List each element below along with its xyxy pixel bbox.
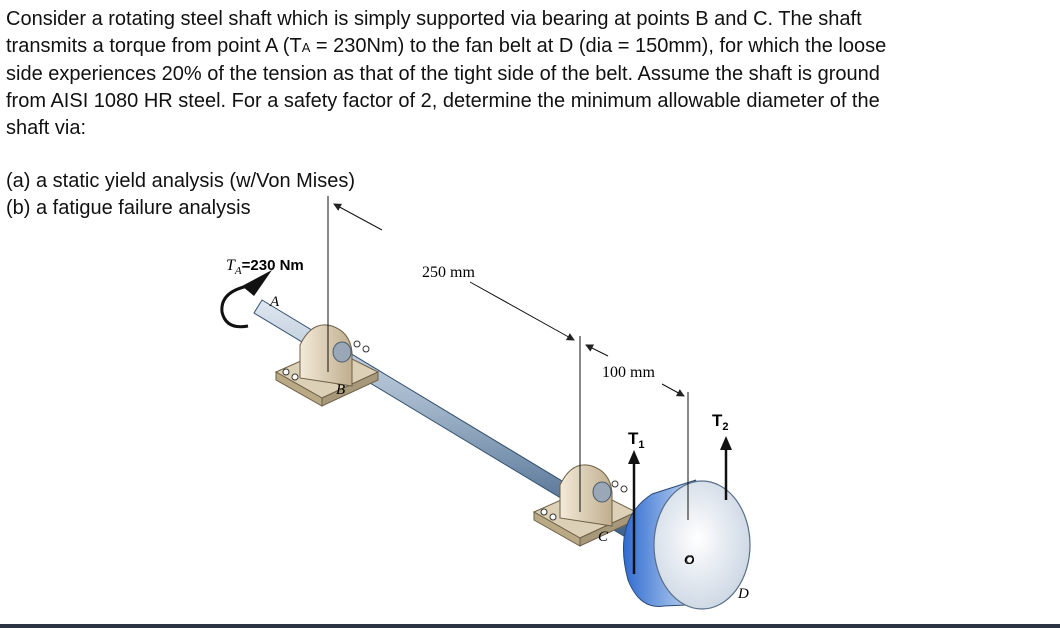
torque-label-value: =230 Nm [242, 257, 304, 274]
problem-line-2: transmits a torque from point A (TA = 23… [6, 33, 1046, 61]
label-point-C: C [598, 529, 609, 545]
bottom-rule [0, 624, 1060, 628]
torque-arrow-A [220, 270, 272, 329]
problem-line-2-sub: A [301, 40, 311, 55]
bearing-C [532, 464, 638, 547]
problem-statement: Consider a rotating steel shaft which is… [6, 6, 1046, 142]
label-tension-T2: T2 [712, 411, 729, 433]
torque-label-T: T [226, 257, 236, 274]
label-point-B: B [336, 382, 345, 398]
label-pulley-center: O [684, 553, 694, 568]
problem-line-3: side experiences 20% of the tension as t… [6, 63, 880, 85]
problem-line-2-post: = 230Nm) to the fan belt at D (dia = 150… [310, 35, 887, 57]
problem-line-2-pre: transmits a torque from point A (T [6, 35, 302, 57]
label-tension-T1-T: T [628, 429, 639, 448]
problem-line-5: shaft via: [6, 117, 87, 139]
problem-line-4: from AISI 1080 HR steel. For a safety fa… [6, 90, 880, 112]
question-parts: (a) a static yield analysis (w/Von Mises… [6, 168, 355, 222]
problem-line-1: Consider a rotating steel shaft which is… [6, 8, 862, 30]
label-tension-T2-sub: 2 [722, 421, 728, 433]
part-b: (b) a fatigue failure analysis [6, 197, 251, 219]
pulley-D [622, 479, 751, 610]
tension-arrow-T2 [720, 436, 732, 500]
part-a: (a) a static yield analysis (w/Von Mises… [6, 170, 356, 192]
bearing-B [274, 324, 380, 407]
label-tension-T1: T1 [628, 429, 645, 451]
dimension-lines [327, 196, 689, 520]
dimension-label-BC: 250 mm [422, 264, 475, 281]
label-point-D: D [737, 586, 749, 602]
torque-label-sub: A [234, 265, 242, 277]
dimension-label-CD: 100 mm [602, 364, 655, 381]
label-tension-T2-T: T [712, 411, 723, 430]
torque-label: TA=230 Nm [226, 257, 304, 277]
label-tension-T1-sub: 1 [638, 439, 644, 451]
tension-arrow-T1 [628, 450, 640, 574]
label-point-A: A [269, 294, 280, 310]
